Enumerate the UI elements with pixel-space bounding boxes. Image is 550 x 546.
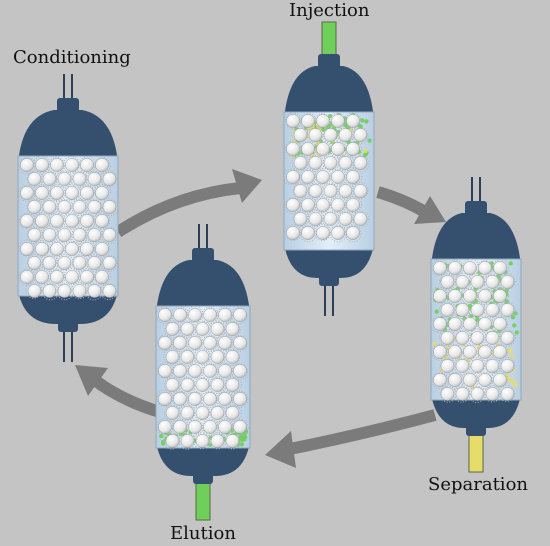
cycle-arrows [75,169,446,468]
tubing [321,21,337,316]
label-separation: Separation [428,474,528,495]
arrow-elution-to-conditioning [75,365,162,418]
arrow-conditioning-to-injection [114,169,262,238]
stationary-phase-beads [18,155,119,301]
columns [17,21,522,521]
column-body [156,248,250,484]
column-conditioning [17,74,119,362]
column-injection [283,21,375,316]
column-body [18,98,118,332]
tubing [468,177,484,473]
tubing [63,74,73,362]
stationary-phase-beads [283,112,370,243]
column-elution [155,224,251,521]
column-separation [430,177,522,473]
label-conditioning: Conditioning [13,47,131,68]
arrow-injection-to-separation [376,186,446,224]
arrow-separation-to-elution [265,409,437,468]
stationary-phase-beads [155,305,249,450]
label-elution: Elution [170,523,236,544]
column-body [284,54,374,286]
column-body [431,201,521,436]
label-injection: Injection [289,0,370,21]
stationary-phase-beads [430,258,517,403]
